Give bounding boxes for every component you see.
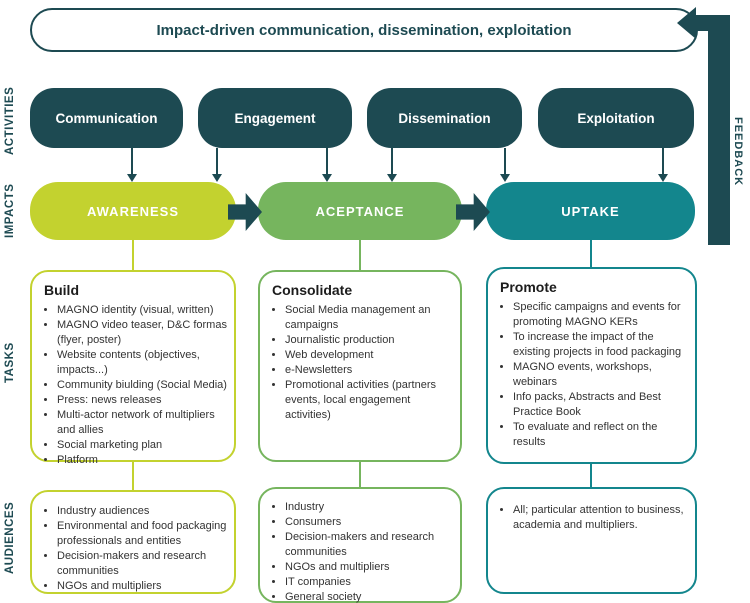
task-panel-title: Consolidate [272, 282, 353, 298]
bullet-item: Decision-makers and research communities [285, 530, 454, 560]
bullet-item: Journalistic production [285, 333, 454, 348]
feedback-arrowhead-icon [677, 7, 696, 39]
bullet-item: Decision-makers and research communities [57, 549, 228, 579]
top-banner: Impact-driven communication, disseminati… [30, 8, 698, 52]
row-label-impacts: IMPACTS [4, 183, 16, 239]
connector-line [590, 462, 592, 487]
bullet-item: e-Newsletters [285, 363, 454, 378]
down-arrow-icon [127, 148, 137, 182]
bullet-item: MAGNO identity (visual, written) [57, 303, 228, 318]
task-bullet-list: MAGNO identity (visual, written)MAGNO vi… [40, 303, 228, 468]
bullet-item: Community biulding (Social Media) [57, 378, 228, 393]
down-arrow-icon [387, 148, 397, 182]
task-bullet-list: Social Media management an campaignsJour… [268, 303, 454, 423]
task-panel-promote: Promote Specific campaigns and events fo… [486, 267, 697, 464]
feedback-label: FEEDBACK [732, 117, 744, 187]
task-panel-title: Promote [500, 279, 557, 295]
bullet-item: MAGNO video teaser, D&C formas (flyer, p… [57, 318, 228, 348]
task-panel-build: Build MAGNO identity (visual, written)MA… [30, 270, 236, 466]
bullet-item: Specific campaigns and events for promot… [513, 300, 689, 330]
connector-line [590, 240, 592, 267]
down-arrow-icon [212, 148, 222, 182]
down-arrow-icon [500, 148, 510, 182]
connector-line [359, 240, 361, 270]
bullet-item: Web development [285, 348, 454, 363]
task-bullet-list: Specific campaigns and events for promot… [496, 300, 689, 450]
row-label-tasks: TASKS [4, 342, 16, 384]
bullet-item: Platform [57, 453, 228, 468]
audience-panel-awareness: Industry audiencesEnvironmental and food… [30, 490, 236, 594]
bullet-item: Industry [285, 500, 454, 515]
bullet-item: Multi-actor network of multipliers and a… [57, 408, 228, 438]
audience-bullet-list: Industry audiencesEnvironmental and food… [40, 504, 228, 594]
down-arrow-icon [322, 148, 332, 182]
bullet-item: NGOs and multipliers [285, 560, 454, 575]
audience-bullet-list: IndustryConsumersDecision-makers and res… [268, 500, 454, 603]
activity-box-exploitation: Exploitation [538, 88, 694, 148]
impact-pill-uptake: UPTAKE [486, 182, 695, 240]
task-panel-consolidate: Consolidate Social Media management an c… [258, 270, 462, 462]
impact-pill-aceptance: ACEPTANCE [258, 182, 462, 240]
row-label-activities: ACTIVITIES [4, 86, 16, 156]
feedback-arrow-arm [694, 15, 716, 31]
bullet-item: NGOs and multipliers [57, 579, 228, 594]
right-arrow-icon [456, 193, 490, 231]
row-label-audiences: AUDIENCES [4, 501, 16, 575]
audience-bullet-list: All; particular attention to business, a… [496, 503, 689, 533]
bullet-item: Website contents (objectives, impacts...… [57, 348, 228, 378]
bullet-item: To evaluate and reflect on the results [513, 420, 689, 450]
connector-line [132, 240, 134, 270]
bullet-item: Consumers [285, 515, 454, 530]
bullet-item: Environmental and food packaging profess… [57, 519, 228, 549]
feedback-arrow-bar [708, 15, 730, 245]
down-arrow-icon [658, 148, 668, 182]
bullet-item: Info packs, Abstracts and Best Practice … [513, 390, 689, 420]
bullet-item: MAGNO events, workshops, webinars [513, 360, 689, 390]
audience-panel-uptake: All; particular attention to business, a… [486, 487, 697, 594]
connector-line [132, 460, 134, 490]
bullet-item: Social Media management an campaigns [285, 303, 454, 333]
audience-panel-aceptance: IndustryConsumersDecision-makers and res… [258, 487, 462, 603]
bullet-item: All; particular attention to business, a… [513, 503, 689, 533]
connector-line [359, 460, 361, 487]
bullet-item: To increase the impact of the existing p… [513, 330, 689, 360]
bullet-item: General society [285, 590, 454, 603]
impact-pill-awareness: AWARENESS [30, 182, 236, 240]
task-panel-title: Build [44, 282, 79, 298]
bullet-item: Industry audiences [57, 504, 228, 519]
bullet-item: Promotional activities (partners events,… [285, 378, 454, 423]
top-banner-title: Impact-driven communication, disseminati… [156, 21, 572, 39]
bullet-item: IT companies [285, 575, 454, 590]
bullet-item: Social marketing plan [57, 438, 228, 453]
activity-box-communication: Communication [30, 88, 183, 148]
activity-box-engagement: Engagement [198, 88, 352, 148]
activity-box-dissemination: Dissemination [367, 88, 522, 148]
bullet-item: Press: news releases [57, 393, 228, 408]
